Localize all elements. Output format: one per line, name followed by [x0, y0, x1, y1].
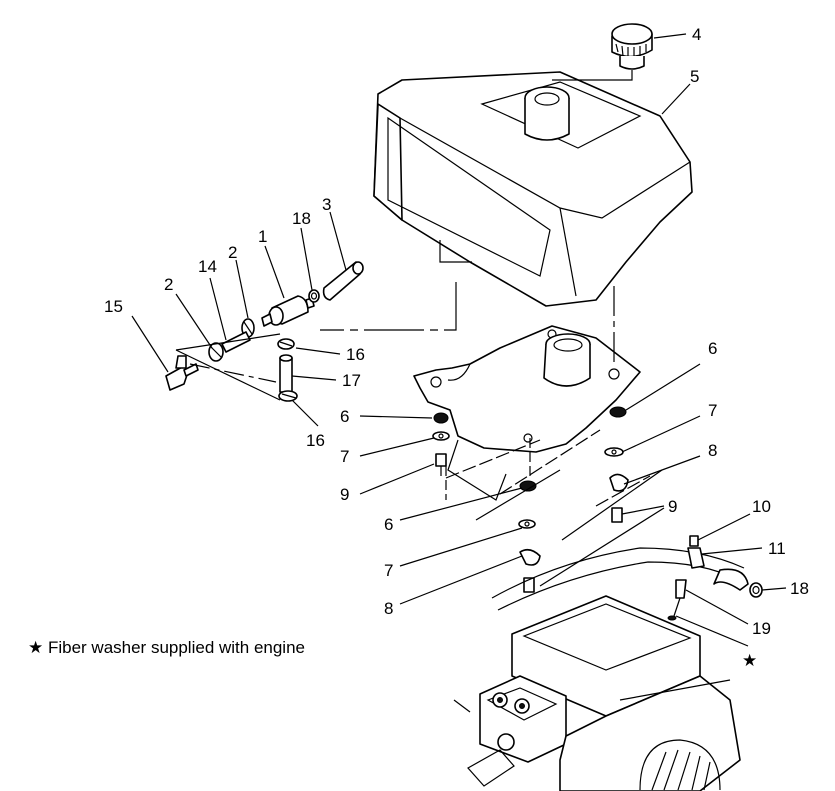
phantom-lines [189, 282, 663, 541]
hose-fitting-lower [749, 582, 763, 598]
callout-8-center: 8 [384, 599, 393, 618]
callout-4: 4 [692, 25, 701, 44]
isolator-mount-left [432, 412, 450, 476]
callout-1: 1 [258, 227, 267, 246]
callout-11: 11 [768, 539, 786, 558]
hose-clamp-lower [278, 390, 298, 402]
callout-2-left: 2 [164, 275, 173, 294]
fuel-hose-upper [322, 261, 364, 301]
fuel-hose-short [221, 331, 251, 353]
leader-lines [131, 33, 787, 647]
callout-7-center: 7 [384, 561, 393, 580]
callout-7-left: 7 [340, 447, 349, 466]
isolator-mount-right [604, 406, 629, 523]
tank-mount-plate [413, 325, 641, 501]
isolator-mount-center [518, 480, 541, 593]
callout-5: 5 [690, 67, 699, 86]
hose-clamp-left-a [208, 342, 224, 362]
callout-18-lower: 18 [790, 579, 809, 598]
callout-3: 3 [322, 195, 331, 214]
hose-fitting-upper [308, 289, 320, 303]
callout-16-lower: 16 [306, 431, 325, 450]
callout-7-right: 7 [708, 401, 717, 420]
callout-9-left: 9 [340, 485, 349, 504]
callout-6-right: 6 [708, 339, 717, 358]
callout-9-right: 9 [668, 497, 677, 516]
callout-8-right: 8 [708, 441, 717, 460]
callout-19: 19 [752, 619, 771, 638]
fuel-hose-vertical [279, 354, 293, 393]
callout-6-center: 6 [384, 515, 393, 534]
callout-17: 17 [342, 371, 361, 390]
callout-labels: 4 5 3 18 1 2 14 2 15 16 17 16 6 7 9 6 7 … [104, 25, 809, 670]
hose-clamp-upper [277, 338, 295, 350]
callout-18-upper: 18 [292, 209, 311, 228]
fuel-filter [261, 295, 315, 327]
callout-10: 10 [752, 497, 771, 516]
callout-15: 15 [104, 297, 123, 316]
fiber-washer-footnote: ★ Fiber washer supplied with engine [28, 638, 305, 657]
fuel-tank [373, 71, 693, 307]
callout-2-right: 2 [228, 243, 237, 262]
callout-16-upper: 16 [346, 345, 365, 364]
callout-6-left: 6 [340, 407, 349, 426]
engine [453, 595, 741, 791]
tee-fitting [165, 333, 281, 401]
callout-14: 14 [198, 257, 217, 276]
callout-star: ★ [742, 651, 757, 670]
engine-fuel-line [491, 535, 749, 611]
fuel-cap [552, 23, 653, 81]
fuel-fitting-engine [667, 579, 687, 621]
